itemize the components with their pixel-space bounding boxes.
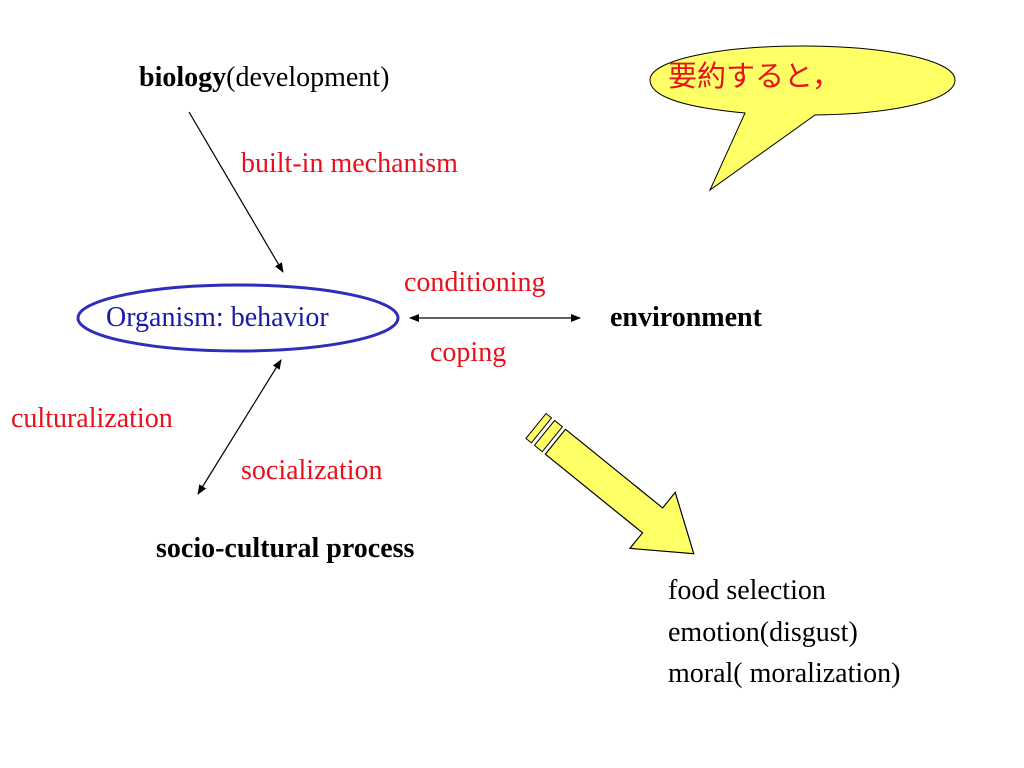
organism-ellipse (76, 283, 400, 353)
organism-label: Organism: behavior (106, 302, 329, 333)
arrow-stripe-2 (533, 419, 564, 453)
outcome-item: moral( moralization) (668, 658, 901, 689)
outcome-item: emotion(disgust) (668, 617, 858, 648)
socio-cultural-label: socio-cultural process (156, 533, 415, 564)
environment-label: environment (610, 302, 762, 333)
socialization-label: socialization (241, 455, 383, 486)
big-yellow-arrow (525, 412, 695, 555)
biology-label: biology(development) (139, 64, 389, 92)
organism-sociocultural-arrow (197, 359, 282, 495)
biology-to-organism-arrow (188, 111, 284, 273)
biology-bold-text: biology (139, 62, 227, 93)
biology-rest-text: (development) (226, 62, 390, 93)
conditioning-label: conditioning (404, 267, 546, 298)
coping-label: coping (430, 337, 507, 368)
outcome-item: food selection (668, 575, 826, 606)
arrow-stripe-1 (525, 412, 553, 444)
callout-bubble (649, 45, 956, 192)
arrow-body (544, 428, 695, 555)
callout-text: 要約すると， (668, 59, 841, 93)
culturalization-label: culturalization (11, 403, 173, 434)
builtin-mechanism-label: built-in mechanism (241, 148, 458, 179)
